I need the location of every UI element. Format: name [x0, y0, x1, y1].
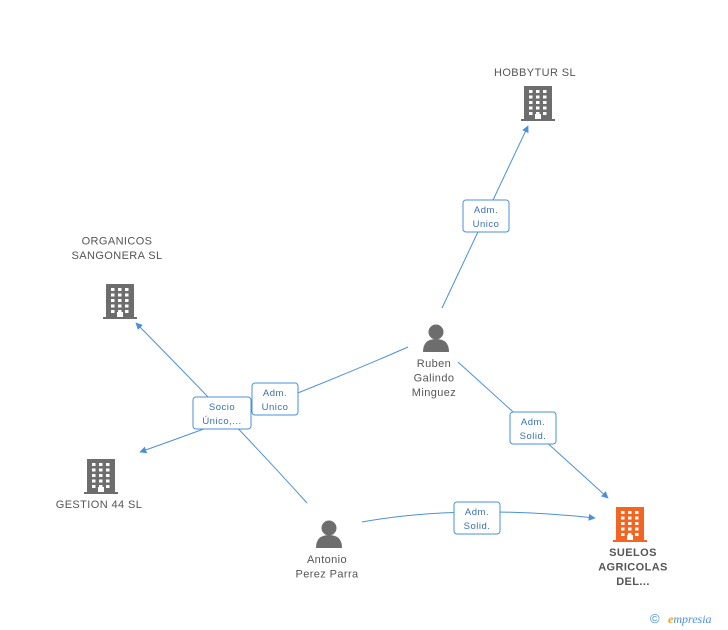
- building-icon: [613, 507, 647, 542]
- node-label-line: Ruben: [417, 358, 451, 370]
- node-gestion44[interactable]: GESTION 44 SL: [56, 459, 143, 511]
- brand-rest: mpresia: [673, 612, 711, 626]
- node-label-line: SUELOS: [609, 547, 657, 559]
- node-label-line: Galindo: [414, 373, 455, 385]
- edge-label-line: Unico: [262, 402, 289, 413]
- brand-logo[interactable]: empresia: [668, 612, 712, 626]
- edge-label-line: Adm.: [521, 417, 545, 428]
- edge-label-box[interactable]: [251, 382, 299, 416]
- node-label-line: ORGANICOS: [82, 236, 153, 248]
- node-suelos[interactable]: SUELOS AGRICOLAS DEL...: [598, 507, 668, 588]
- edge-label-line: Adm.: [474, 205, 498, 216]
- node-organicos[interactable]: ORGANICOS SANGONERA SL: [72, 236, 163, 320]
- edge-label-box[interactable]: [192, 396, 252, 430]
- node-label-line: DEL...: [616, 576, 650, 588]
- edge-label-line: Solid.: [464, 521, 491, 532]
- edge-label-box[interactable]: [509, 411, 557, 445]
- brand-initial: e: [668, 612, 674, 626]
- building-icon: [103, 284, 137, 319]
- edge-label-box[interactable]: [462, 199, 510, 233]
- edge-ruben-hobbytur[interactable]: Adm. Unico: [441, 125, 529, 309]
- building-icon: [84, 459, 118, 494]
- edge-ruben-gestion44[interactable]: Adm. Unico: [139, 346, 409, 454]
- edge-label-line: Unico: [473, 219, 500, 230]
- node-label-line: SANGONERA SL: [72, 250, 163, 262]
- edges-layer: Adm.UnicoAdm.UnicoAdm.Solid.SocioÚnico,.…: [135, 125, 609, 535]
- edge-label-line: Único,...: [202, 416, 241, 427]
- node-label-line: AGRICOLAS: [598, 562, 668, 574]
- node-label-line: Perez Parra: [295, 569, 359, 581]
- edge-antonio-organicos[interactable]: SocioÚnico,...: [135, 322, 308, 504]
- node-label-line: Minguez: [412, 387, 456, 399]
- person-icon: [423, 324, 449, 352]
- nodes-layer: HOBBYTUR SL ORGANICOS SANGONERA SL GESTION …: [56, 67, 668, 588]
- edge-ruben-suelos[interactable]: Adm. Solid.: [457, 361, 609, 499]
- edge-label-line: Socio: [209, 402, 235, 413]
- node-label-line: GESTION 44 SL: [56, 499, 143, 511]
- node-label-line: HOBBYTUR SL: [494, 67, 576, 79]
- edge-antonio-suelos[interactable]: Adm. Solid.: [361, 501, 596, 535]
- copyright-symbol: ©: [650, 611, 660, 626]
- footer: © empresia: [650, 611, 712, 626]
- node-label-line: Antonio: [307, 554, 347, 566]
- edge-label-line: Adm.: [465, 507, 489, 518]
- node-hobbytur[interactable]: HOBBYTUR SL: [494, 67, 576, 121]
- edge-label-box[interactable]: [453, 501, 501, 535]
- edge-label-line: Adm.: [263, 388, 287, 399]
- building-icon: [521, 86, 555, 121]
- edge-label-line: Solid.: [520, 431, 547, 442]
- person-icon: [316, 520, 342, 548]
